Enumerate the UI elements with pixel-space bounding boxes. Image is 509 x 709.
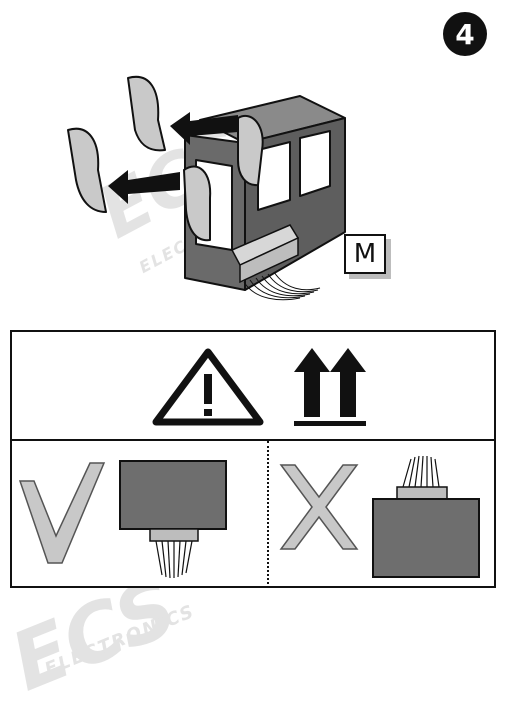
adhesive-tapes — [67, 75, 264, 242]
checkmark-icon — [18, 462, 106, 564]
module-connector-up — [372, 455, 480, 578]
warning-row — [12, 332, 494, 441]
panel-divider — [267, 441, 269, 588]
module-connector-down — [119, 460, 227, 579]
watermark-text-bottom: ELECTRONICS — [41, 600, 199, 681]
orientation-panel — [10, 330, 496, 588]
connector — [230, 224, 321, 301]
warning-triangle-icon — [152, 348, 264, 426]
module-tape-illustration — [67, 75, 346, 301]
cross-icon — [279, 464, 359, 550]
warning-graphics — [152, 348, 366, 426]
module-label: M — [344, 234, 386, 274]
correct-orientation — [18, 460, 227, 579]
step-number-badge: 4 — [443, 12, 487, 56]
this-side-up-arrows-icon — [294, 348, 366, 426]
wrong-orientation — [279, 455, 480, 578]
peel-arrows — [108, 112, 238, 204]
